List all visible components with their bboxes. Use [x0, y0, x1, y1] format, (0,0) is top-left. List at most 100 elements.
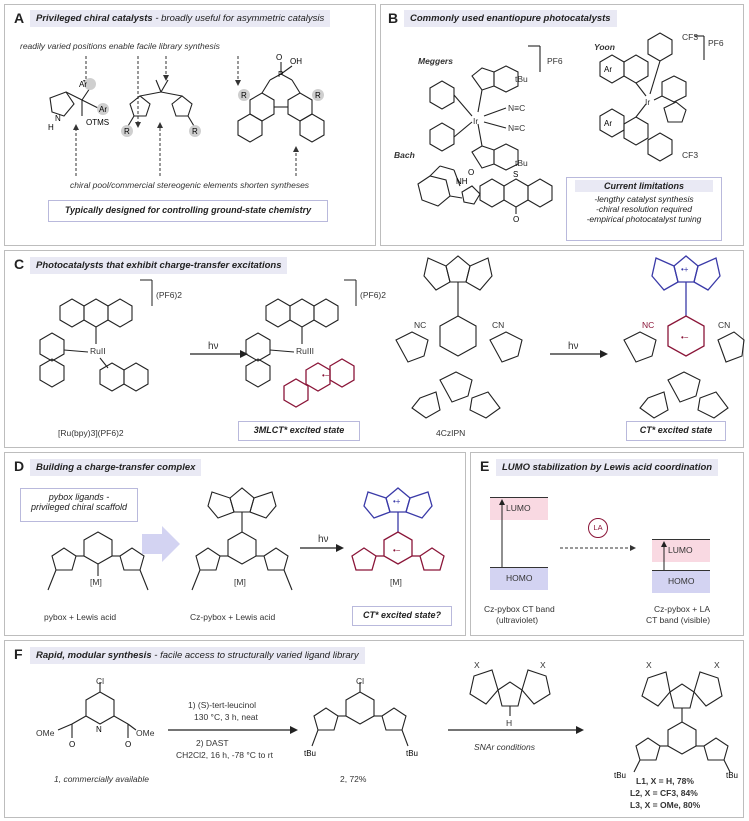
meggers-label: Meggers — [418, 56, 453, 66]
svg-text:N: N — [96, 725, 102, 734]
czipn-nc: NC — [414, 320, 427, 330]
panel-a-letter: A — [14, 10, 25, 26]
e-label-1b: (ultraviolet) — [496, 615, 539, 625]
bach-label: Bach — [394, 150, 415, 160]
lumo-level-1 — [490, 497, 548, 520]
svg-text:NH: NH — [456, 177, 468, 186]
panel-a — [4, 4, 376, 246]
ru-bpy-label: [Ru(bpy)3](PF6)2 — [58, 428, 124, 438]
svg-text:S: S — [513, 170, 518, 179]
label-p: P — [278, 70, 283, 79]
svg-text:O: O — [69, 740, 75, 749]
panel-b-letter: B — [388, 10, 399, 26]
m-label-3: [M] — [390, 577, 402, 587]
x-3: X — [646, 660, 652, 670]
panel-a-title-bold: Privileged chiral catalysts — [36, 13, 153, 24]
panel-b-title: Commonly used enantiopure photocatalysts — [404, 10, 617, 27]
homo-level-1 — [490, 567, 548, 590]
product-l2: L2, X = CF3, 84% — [630, 788, 698, 798]
limitation-2: -chiral resolution required — [596, 204, 692, 214]
x-4: X — [714, 660, 720, 670]
pybox-box: pybox ligands - privileged chiral scaffo… — [20, 488, 138, 522]
x-2: X — [540, 660, 546, 670]
ru-ii: RuII — [90, 346, 106, 356]
panel-c-title: Photocatalysts that exhibit charge-trans… — [30, 257, 288, 274]
carbazole-h: H — [506, 718, 513, 728]
panel-a-note-top: readily varied positions enable facile l… — [20, 41, 220, 51]
panel-e-arrows — [499, 499, 667, 570]
panel-f-letter: F — [14, 646, 23, 662]
yoon-ar2: Ar — [604, 119, 612, 128]
svg-text:•−: •− — [322, 371, 330, 380]
panel-a-structures: Ar Ar OTMS N H R R R R P O OH — [48, 53, 325, 176]
label-r4: R — [315, 91, 321, 100]
meggers-nc1: N≡C — [508, 103, 526, 113]
svg-text:O: O — [468, 168, 474, 177]
limitation-3: -empirical photocatalyst tuning — [586, 214, 702, 224]
ru-iii: RuIII — [296, 346, 314, 356]
label-r1: R — [124, 127, 130, 136]
meggers-tbu-top: tBu — [515, 74, 528, 84]
panel-d-structures: •+ •− — [47, 487, 445, 591]
panel-c-structures: •− •+ •− — [39, 255, 745, 419]
lumo-label-2: LUMO — [668, 545, 693, 555]
int-label: 2, 72% — [340, 774, 367, 784]
product-l3: L3, X = OMe, 80% — [630, 800, 701, 810]
ome-1: OMe — [36, 728, 55, 738]
label-h: H — [48, 123, 54, 132]
yoon-pf6: PF6 — [708, 38, 724, 48]
ct-box: CT* excited state — [626, 421, 726, 441]
e-label-2a: Cz-pybox + LA — [654, 604, 710, 614]
panel-c-letter: C — [14, 256, 25, 272]
svg-text:tBu: tBu — [304, 749, 316, 758]
m-label-1: [M] — [90, 577, 102, 587]
yoon-label: Yoon — [594, 42, 615, 52]
cl-2: Cl — [356, 676, 365, 686]
yoon-ir: Ir — [645, 97, 651, 107]
cl-1: Cl — [96, 676, 105, 686]
svg-text:O: O — [513, 215, 519, 224]
label-oh: OH — [290, 57, 302, 66]
sm-label: 1, commercially available — [54, 774, 149, 784]
label-r3: R — [241, 91, 247, 100]
svg-text:•+: •+ — [393, 497, 401, 506]
pybox-box-line2: privileged chiral scaffold — [30, 502, 128, 512]
panel-b-structures: Ar Ar NH O O S — [417, 32, 705, 224]
panel-a-box: Typically designed for controlling groun… — [48, 200, 328, 222]
panel-e-title: LUMO stabilization by Lewis acid coordin… — [496, 459, 719, 476]
svg-text:•−: •− — [681, 333, 689, 342]
ct-cn: CN — [718, 320, 731, 330]
cz-pybox-label: Cz-pybox + Lewis acid — [190, 612, 276, 622]
panel-f-title-rest: - facile access to structurally varied l… — [151, 650, 359, 661]
label-n: N — [55, 114, 61, 123]
label-ar1: Ar — [79, 80, 87, 89]
hv-c1: hν — [208, 341, 219, 352]
label-r2: R — [192, 127, 198, 136]
panel-a-title: Privileged chiral catalysts - broadly us… — [30, 10, 331, 27]
4czipn-label: 4CzIPN — [436, 428, 466, 438]
meggers-tbu-bottom: tBu — [515, 158, 528, 168]
ct-nc: NC — [642, 320, 655, 330]
panel-f-title: Rapid, modular synthesis - facile access… — [30, 647, 365, 664]
homo-label-2: HOMO — [668, 576, 695, 586]
svg-text:tBu: tBu — [406, 749, 418, 758]
m-label-2: [M] — [234, 577, 246, 587]
homo-label-1: HOMO — [506, 573, 533, 583]
panel-a-title-rest: - broadly useful for asymmetric catalysi… — [152, 13, 325, 24]
pybox-label: pybox + Lewis acid — [44, 612, 117, 622]
panel-e-letter: E — [480, 458, 490, 474]
ct-question-box: CT* excited state? — [352, 606, 452, 626]
ru-pf6-1: (PF6)2 — [156, 290, 182, 300]
hv-c2: hν — [568, 341, 579, 352]
cond1-line3: 2) DAST — [196, 738, 229, 748]
la-circle: LA — [588, 518, 608, 538]
mlct-box: 3MLCT* excited state — [238, 421, 360, 441]
meggers-nc2: N≡C — [508, 123, 526, 133]
panel-a-note-bottom: chiral pool/commercial stereogenic eleme… — [70, 180, 310, 190]
meggers-pf6: PF6 — [547, 56, 563, 66]
panel-e — [470, 452, 744, 636]
yoon-ar1: Ar — [604, 65, 612, 74]
label-otms: OTMS — [86, 118, 109, 127]
lumo-label-1: LUMO — [506, 503, 531, 513]
